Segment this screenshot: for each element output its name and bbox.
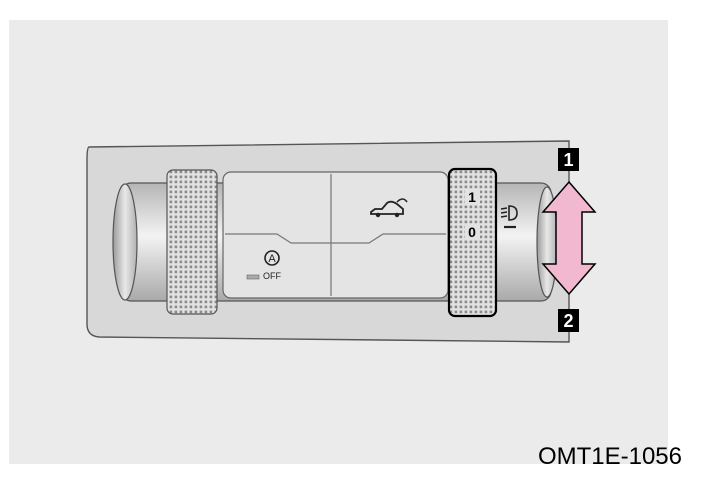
headlamp-leveling-icon bbox=[500, 205, 518, 229]
trunk-button[interactable] bbox=[333, 174, 446, 232]
esc-off-indicator bbox=[246, 274, 260, 280]
esc-off-label: OFF bbox=[263, 271, 281, 281]
roller-left-cap bbox=[112, 183, 138, 301]
up-down-arrow-icon bbox=[541, 180, 597, 296]
callout-up-label: 1 bbox=[563, 150, 573, 170]
car-trunk-icon bbox=[370, 198, 408, 218]
button-divider-horizontal bbox=[225, 233, 446, 244]
callout-up-box bbox=[558, 148, 579, 171]
headlamp-leveling-wheel[interactable] bbox=[447, 167, 498, 318]
figure-code: OMT1E-1056 bbox=[537, 443, 682, 470]
wheel-position-low: 0 bbox=[468, 224, 476, 240]
esc-off-button[interactable] bbox=[225, 244, 329, 296]
figure-frame: A OFF 1 0 1 2 bbox=[9, 20, 668, 464]
wheel-position-high: 1 bbox=[468, 189, 476, 205]
esc-off-icon bbox=[264, 250, 280, 266]
left-dimmer-wheel[interactable] bbox=[166, 169, 218, 315]
wheel-label-high-bg bbox=[465, 190, 480, 204]
callout-down-box bbox=[558, 309, 579, 332]
switch-panel-diagram: A OFF 1 0 1 2 bbox=[86, 140, 597, 343]
wheel-label-low-bg bbox=[465, 225, 480, 239]
callout-down-label: 2 bbox=[563, 311, 573, 331]
esc-symbol: A bbox=[268, 253, 276, 265]
